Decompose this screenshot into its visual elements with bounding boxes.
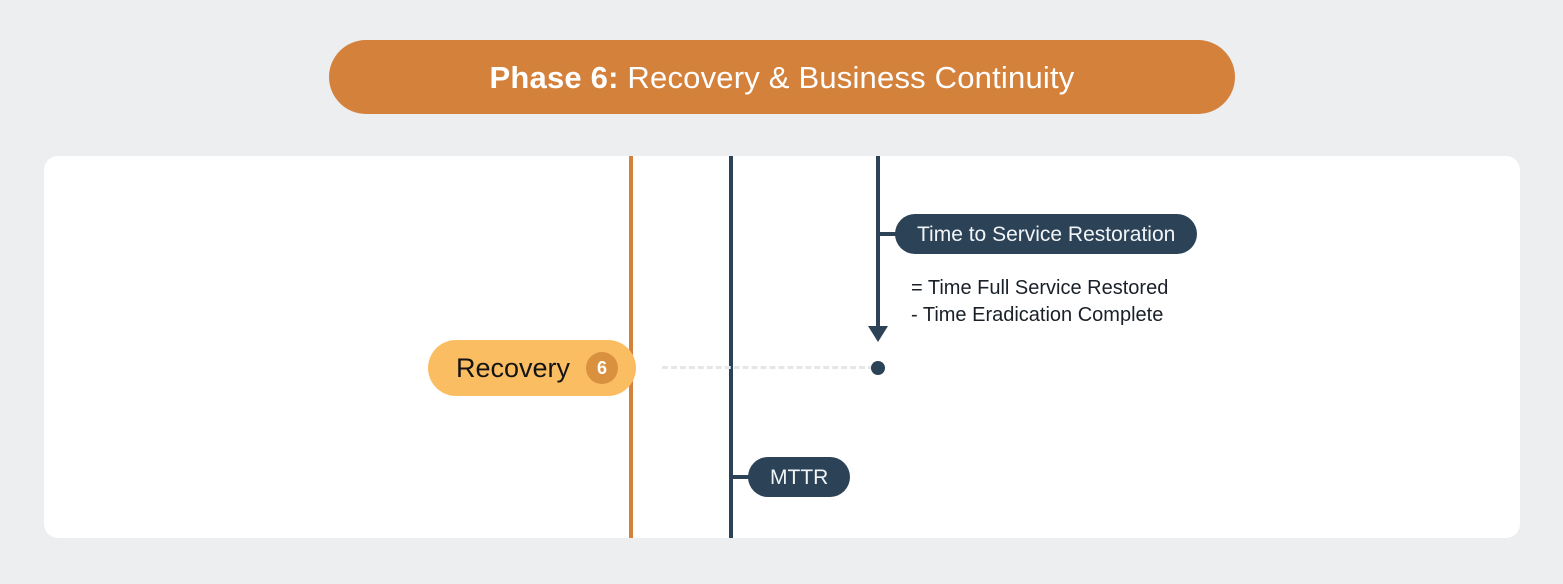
arrowhead-icon [868,326,888,342]
phase-banner-prefix: Phase 6: [489,59,619,95]
service-restoration-marker-line [876,156,880,330]
metric-formula: = Time Full Service Restored - Time Erad… [911,275,1168,329]
metric-pill-time-to-service-restoration[interactable]: Time to Service Restoration [895,214,1198,254]
phase-number-badge: 6 [586,352,619,384]
metric-label: Time to Service Restoration [917,222,1176,246]
mttr-connector-line [731,475,751,479]
metric-label: MTTR [770,465,829,489]
phase-node-label: Recovery [456,352,571,383]
phase-node-recovery[interactable]: Recovery 6 [428,340,637,396]
formula-line-1: = Time Full Service Restored [911,277,1169,299]
phase-banner: Phase 6: Recovery & Business Continuity [329,40,1235,114]
metric-pill-mttr[interactable]: MTTR [748,457,851,497]
mttr-marker-line [729,156,733,538]
phase-start-marker-line [629,156,633,538]
phase-banner-subtitle: Recovery & Business Continuity [618,59,1075,95]
timeline-node-dot [871,361,885,375]
dashed-connector-line [662,366,874,369]
formula-line-2: - Time Eradication Complete [911,304,1164,326]
tsr-connector-line [878,232,898,236]
phase-banner-title: Phase 6: Recovery & Business Continuity [489,62,1074,93]
